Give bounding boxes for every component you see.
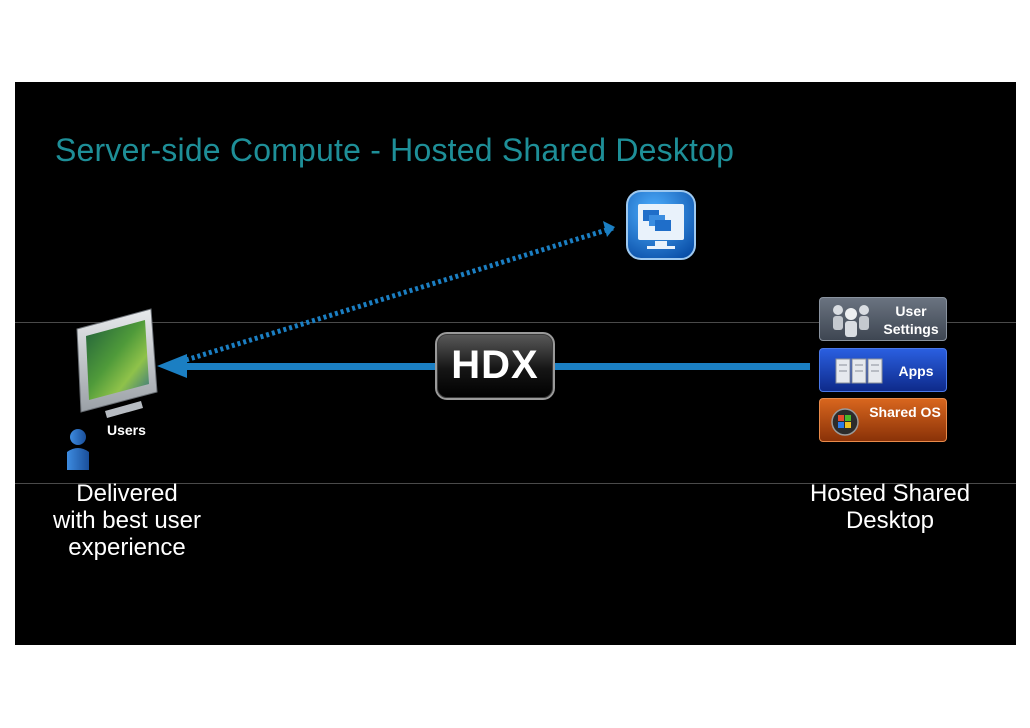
stack-layer-shared-os: Shared OS [819,398,947,442]
stack-label-user-settings-line1: User [895,303,927,319]
slide: Server-side Compute - Hosted Shared Desk… [15,82,1016,645]
divider-line-top [15,322,1016,323]
desktop-monitor-icon [76,308,158,418]
left-caption: Delivered with best user experience [37,480,217,561]
stack-label-apps: Apps [898,363,934,379]
user-person-icon [67,429,89,470]
left-caption-line3: experience [68,534,186,561]
stack-layer-user-settings: User Settings [819,297,947,341]
right-caption-line2: Desktop [845,507,935,534]
stack-layer-apps: Apps [819,348,947,392]
right-caption: Hosted Shared Desktop [800,480,980,534]
dotted-connection-arrow [172,221,615,367]
right-caption-line1: Hosted Shared [809,480,971,507]
divider-line-bottom [15,483,1016,484]
stack-label-shared-os: Shared OS [869,404,941,420]
users-label: Users [107,422,146,438]
users-group-icon [833,305,869,337]
app-servers-icon [835,358,883,384]
left-caption-line1: Delivered [76,480,178,507]
shared-desktop-icon [626,190,696,260]
slide-title: Server-side Compute - Hosted Shared Desk… [55,132,735,168]
stack-label-user-settings: User Settings [874,302,948,338]
stack-label-user-settings-line2: Settings [883,321,939,337]
windows-logo-icon [831,408,859,436]
hdx-logo: HDX [435,332,555,400]
left-caption-line2: with best user [52,507,202,534]
